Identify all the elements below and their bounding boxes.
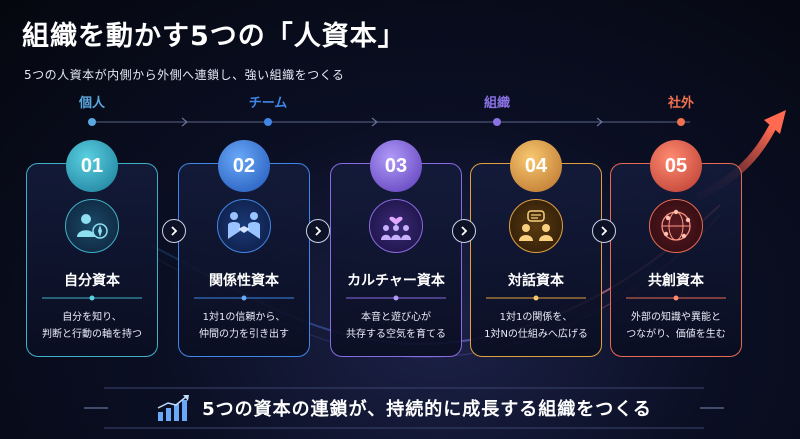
growth-arrowhead bbox=[764, 110, 786, 134]
next-arrow-button[interactable] bbox=[452, 219, 476, 243]
stage-dot bbox=[264, 118, 272, 126]
growth-chart-icon bbox=[157, 395, 190, 421]
stage-dot bbox=[493, 118, 501, 126]
card-description-line: 1対1の関係を、 bbox=[499, 312, 573, 323]
stage-label-organization: 組織 bbox=[483, 96, 510, 111]
card-title-culture-capital: カルチャー資本 bbox=[347, 273, 445, 289]
number-badge-01: 01 bbox=[66, 140, 118, 192]
card-title-cocreation-capital: 共創資本 bbox=[648, 273, 704, 289]
stage-label-external: 社外 bbox=[667, 96, 694, 111]
stage-dot bbox=[88, 118, 96, 126]
card-description-relationship-capital: 1対1の信頼から、 仲間の力を引き出す bbox=[178, 309, 310, 343]
card-title-self-capital: 自分資本 bbox=[64, 273, 120, 289]
number-badge-03: 03 bbox=[370, 140, 422, 192]
next-arrow-button[interactable] bbox=[592, 219, 616, 243]
card-description-self-capital: 自分を知り、 判断と行動の軸を持つ bbox=[26, 309, 158, 343]
card-description-line: 自分を知り、 bbox=[62, 312, 122, 323]
card-description-dialogue-capital: 1対1の関係を、 1対Nの仕組みへ広げる bbox=[470, 309, 602, 343]
number-badge-02: 02 bbox=[218, 140, 270, 192]
next-arrow-button[interactable] bbox=[162, 219, 186, 243]
card-description-line: 外部の知識や異能と bbox=[631, 312, 721, 323]
card-cocreation-capital bbox=[610, 163, 742, 357]
bottom-message: 5つの資本の連鎖が、持続的に成長する組織をつくる bbox=[202, 399, 652, 420]
handshake-icon bbox=[217, 199, 271, 253]
card-description-culture-capital: 本音と遊び心が 共存する空気を育てる bbox=[330, 309, 462, 343]
stage-label-individual: 個人 bbox=[78, 96, 105, 111]
dialogue-icon bbox=[509, 199, 563, 253]
card-description-line: 判断と行動の軸を持つ bbox=[42, 329, 142, 340]
card-divider bbox=[346, 295, 446, 301]
card-title-dialogue-capital: 対話資本 bbox=[508, 273, 564, 289]
card-divider bbox=[194, 295, 294, 301]
card-description-line: 仲間の力を引き出す bbox=[199, 329, 289, 340]
card-relationship-capital bbox=[178, 163, 310, 357]
bottom-banner: 5つの資本の連鎖が、持続的に成長する組織をつくる bbox=[104, 388, 704, 428]
chevron-right-icon bbox=[315, 226, 322, 236]
card-description-line: 1対1の信頼から、 bbox=[202, 312, 286, 323]
card-divider bbox=[626, 295, 726, 301]
number-badge-05: 05 bbox=[650, 140, 702, 192]
card-dialogue-capital bbox=[470, 163, 602, 357]
card-description-line: 1対Nの仕組みへ広げる bbox=[484, 329, 588, 340]
team-heart-icon bbox=[369, 199, 423, 253]
timeline-arrowhead bbox=[181, 117, 188, 127]
timeline-arrowhead bbox=[371, 117, 378, 127]
stage-label-team: チーム bbox=[248, 96, 288, 111]
card-description-line: 本音と遊び心が bbox=[361, 312, 431, 323]
card-divider bbox=[486, 295, 586, 301]
chevron-right-icon bbox=[601, 226, 608, 236]
person-compass-icon bbox=[65, 199, 119, 253]
card-title-relationship-capital: 関係性資本 bbox=[209, 273, 279, 289]
card-description-line: 共存する空気を育てる bbox=[346, 329, 446, 340]
card-description-line: つながり、価値を生む bbox=[626, 329, 726, 340]
network-globe-icon bbox=[649, 199, 703, 253]
chevron-right-icon bbox=[171, 226, 178, 236]
page-title: 組織を動かす5つの「人資本」 bbox=[22, 21, 406, 52]
stage-dot bbox=[677, 118, 685, 126]
card-divider bbox=[42, 295, 142, 301]
card-description-cocreation-capital: 外部の知識や異能と つながり、価値を生む bbox=[610, 309, 742, 343]
timeline-arrowhead bbox=[596, 117, 603, 127]
next-arrow-button[interactable] bbox=[306, 219, 330, 243]
chevron-right-icon bbox=[461, 226, 468, 236]
number-badge-04: 04 bbox=[510, 140, 562, 192]
page-subtitle: 5つの人資本が内側から外側へ連鎖し、強い組織をつくる bbox=[24, 68, 345, 82]
